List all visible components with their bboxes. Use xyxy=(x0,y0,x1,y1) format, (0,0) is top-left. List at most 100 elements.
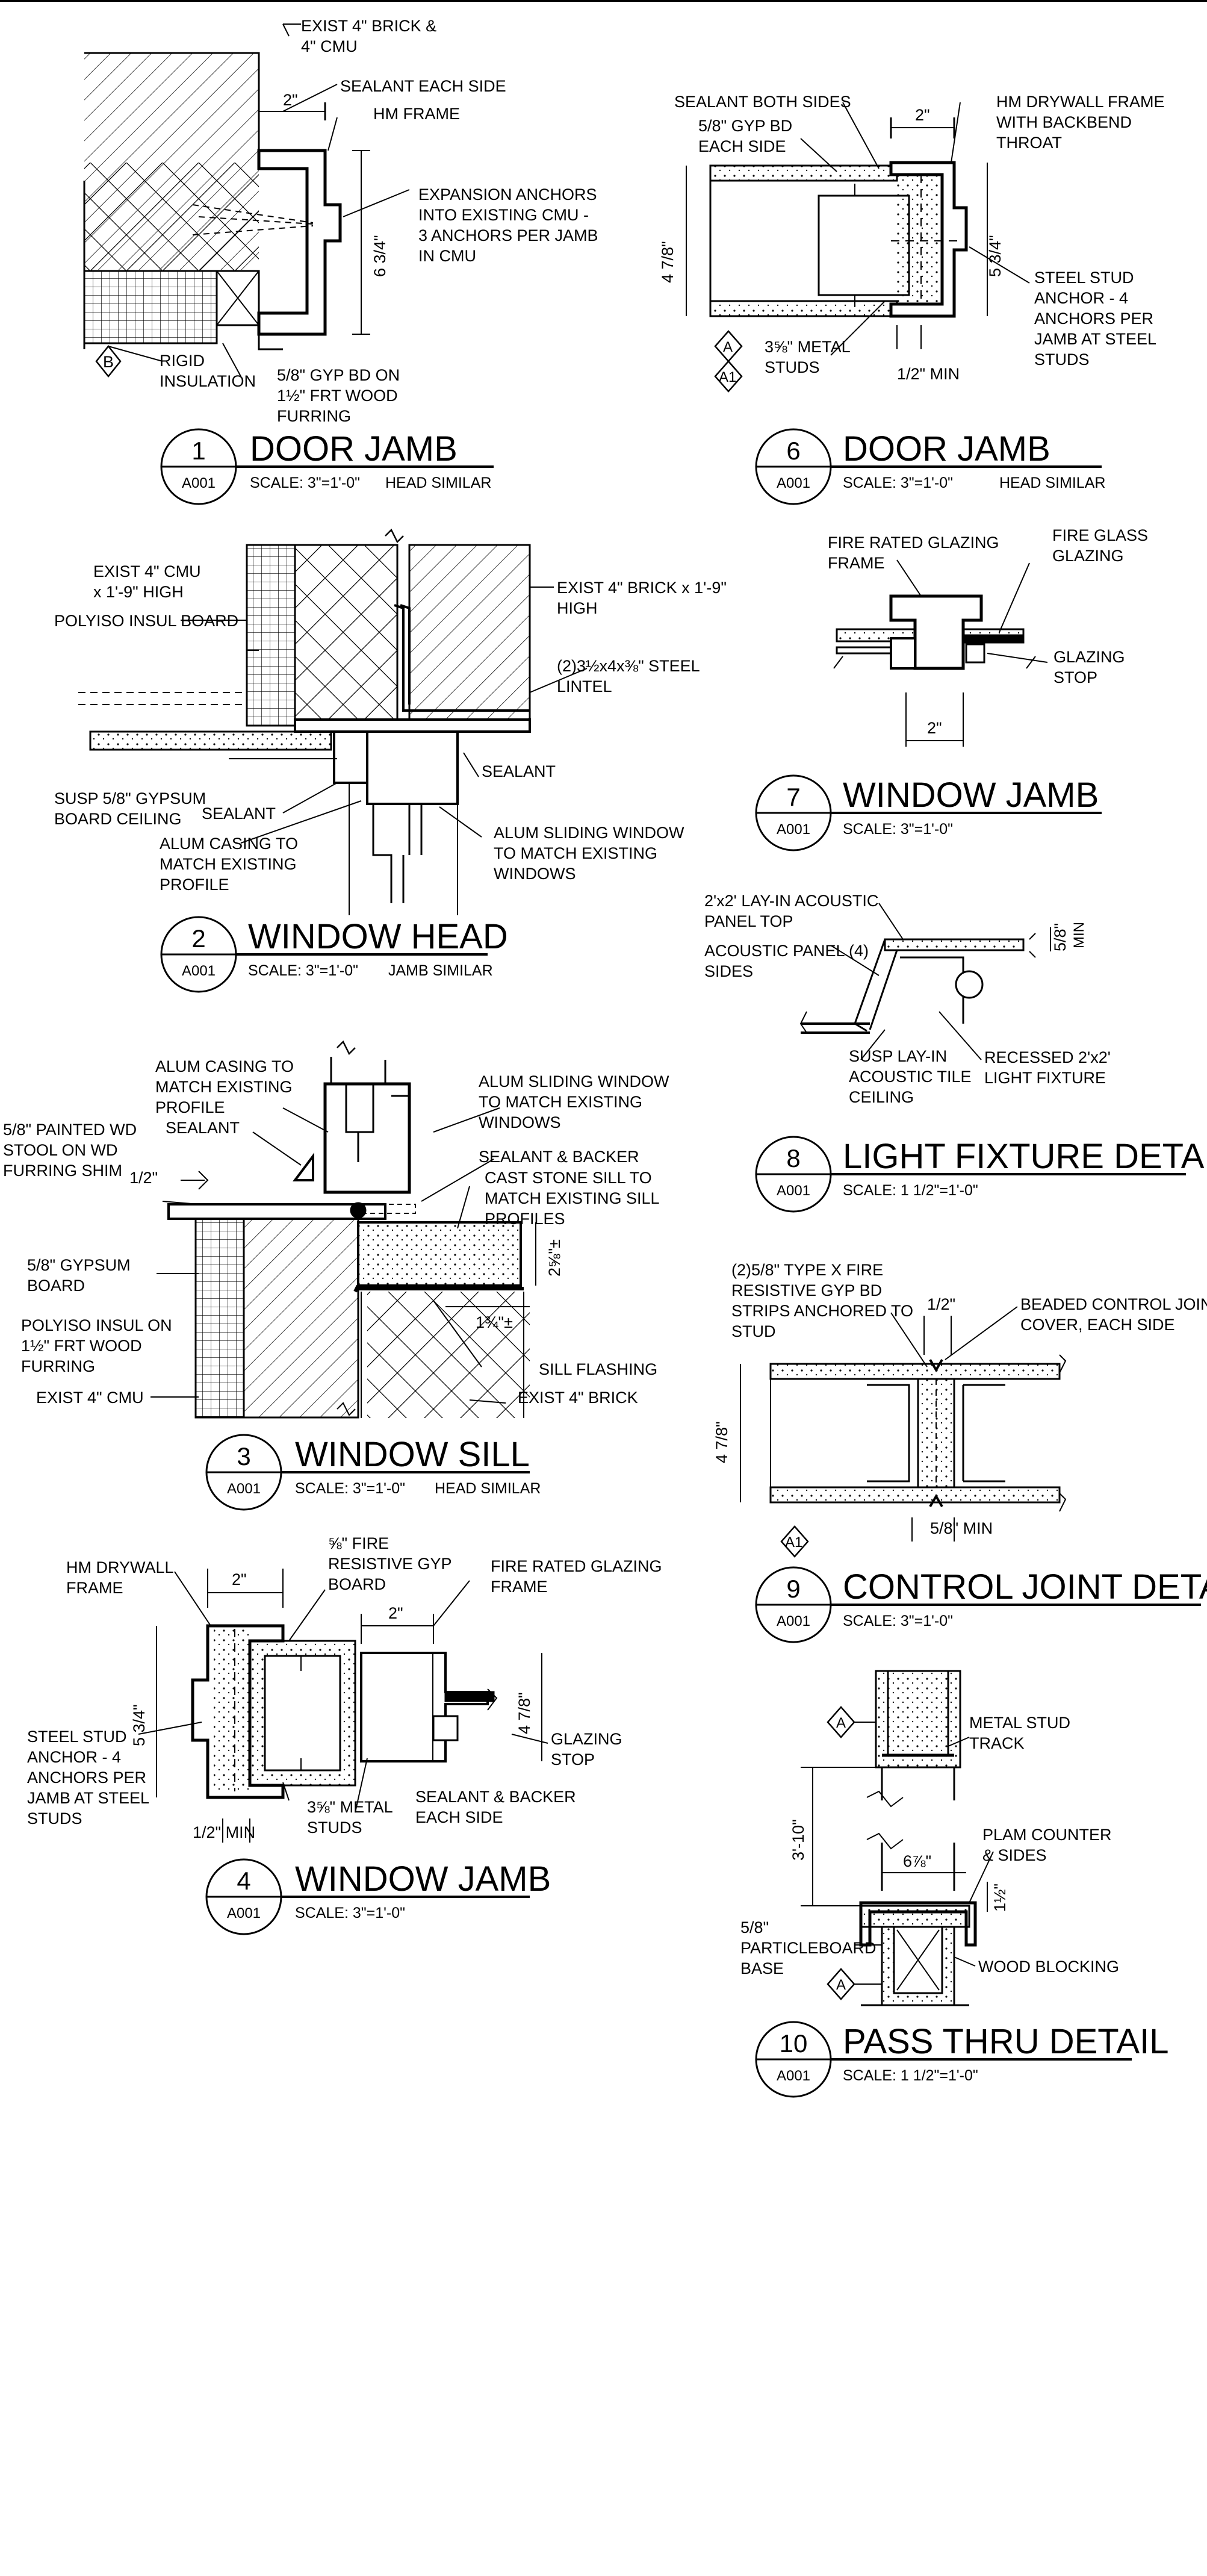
detail-4-title-block: 4 A001 WINDOW JAMB SCALE: 3"=1'-0" xyxy=(205,1858,551,1935)
dim-3-10: 3'-10" xyxy=(789,1819,807,1861)
detail-9-drawing xyxy=(740,1306,1067,1558)
detail-scale: SCALE: 1 1/2"=1'-0" xyxy=(843,1182,978,1199)
detail-6-door-jamb: SEALANT BOTH SIDES 5/8" GYP BD EACH SIDE… xyxy=(659,93,1165,505)
note-exist-brick: EXIST 4" BRICK xyxy=(518,1389,638,1407)
detail-title: DOOR JAMB xyxy=(843,429,1050,468)
note-steel-stud-anchor-3: ANCHORS PER xyxy=(27,1769,146,1787)
detail-scale: SCALE: 3"=1'-0" xyxy=(248,962,358,979)
note-gyp-bd: 5/8" GYP BD xyxy=(698,117,792,135)
detail-scale: SCALE: 3"=1'-0" xyxy=(843,1613,953,1629)
note-sealant-backer-2: EACH SIDE xyxy=(415,1808,503,1826)
note-sealant: SEALANT xyxy=(166,1119,240,1137)
detail-number: 6 xyxy=(786,437,800,465)
note-steel-stud-anchor-3: ANCHORS PER xyxy=(1034,310,1153,328)
detail-number: 1 xyxy=(191,437,205,465)
note-steel-stud-anchor-1: STEEL STUD xyxy=(1034,269,1134,287)
detail-title: WINDOW JAMB xyxy=(843,776,1099,815)
note-steel-stud-anchor-5: STUDS xyxy=(27,1809,82,1828)
note-wood-blocking: WOOD BLOCKING xyxy=(978,1958,1119,1976)
note-lay-in-panel-2: PANEL TOP xyxy=(704,912,793,930)
note-glazing-frame-1: FIRE RATED GLAZING xyxy=(491,1557,662,1575)
detail-1-door-jamb: EXIST 4" BRICK & 4" CMU SEALANT EACH SID… xyxy=(83,17,598,505)
section-tag-a1: A1 xyxy=(719,369,736,385)
dim-5-3-4: 5 3/4" xyxy=(986,235,1004,277)
note-lintel: LINTEL xyxy=(557,677,612,695)
detail-4-window-jamb: HM DRYWALL FRAME ⅝" FIRE RESISTIVE GYP B… xyxy=(27,1534,662,1935)
sheet-ref: A001 xyxy=(777,821,810,838)
detail-9-control-joint: (2)5/8" TYPE X FIRE RESISTIVE GYP BD STR… xyxy=(713,1261,1207,1643)
detail-3-notes: ALUM CASING TO MATCH EXISTING PROFILE AL… xyxy=(3,1057,669,1407)
detail-number: 10 xyxy=(780,2029,808,2058)
note-acoustic-sides-2: SIDES xyxy=(704,962,753,980)
note-each-side: EACH SIDE xyxy=(698,137,786,155)
detail-scale: SCALE: 3"=1'-0" xyxy=(843,821,953,838)
note-frt-furring: 1½" FRT WOOD xyxy=(277,387,398,405)
note-glazing-stop-1: GLAZING xyxy=(1053,648,1125,666)
dim-2in: 2" xyxy=(915,106,930,124)
note-throat: THROAT xyxy=(996,134,1062,152)
note-exist-brick: EXIST 4" BRICK & xyxy=(301,17,436,35)
note-alum-window-2: TO MATCH EXISTING xyxy=(494,844,657,862)
dim-2-5-8: 2⅝"± xyxy=(545,1239,563,1277)
detail-2-notes: EXIST 4" CMU x 1'-9" HIGH POLYISO INSUL … xyxy=(54,562,727,894)
note-expansion-anchors-1: EXPANSION ANCHORS xyxy=(418,185,597,204)
detail-number: 2 xyxy=(191,924,205,953)
note-alum-casing-3: PROFILE xyxy=(155,1098,225,1116)
dim-2in: 2" xyxy=(283,91,298,109)
note-polyiso-3: FURRING xyxy=(21,1357,95,1375)
note-steel-stud-anchor-4: JAMB AT STEEL xyxy=(1034,330,1156,348)
note-alum-window-2: TO MATCH EXISTING xyxy=(479,1093,642,1111)
dim-6-7-8: 6⅞" xyxy=(903,1852,931,1870)
note-cast-stone-3: PROFILES xyxy=(485,1210,565,1228)
note-particleboard-3: BASE xyxy=(740,1959,784,1977)
note-cmu-height: x 1'-9" HIGH xyxy=(93,583,184,601)
note-rigid: RIGID xyxy=(160,352,205,370)
note-metal-stud-track-1: METAL STUD xyxy=(969,1714,1070,1732)
note-polyiso-1: POLYISO INSUL ON xyxy=(21,1316,172,1334)
note-glazing: GLAZING xyxy=(1052,547,1124,565)
note-metal-studs-2: STUDS xyxy=(307,1818,362,1837)
note-susp-ceiling-2: ACOUSTIC TILE xyxy=(849,1068,972,1086)
sheet-ref: A001 xyxy=(777,1183,810,1199)
note-steel-stud-anchor-1: STEEL STUD xyxy=(27,1728,127,1746)
dim-1-3-4: 1¾"± xyxy=(476,1313,513,1331)
note-glazing-stop-1: GLAZING xyxy=(551,1730,622,1748)
detail-title: WINDOW SILL xyxy=(295,1435,530,1474)
section-tag-b: B xyxy=(103,353,114,371)
note-sealant-each-side: SEALANT EACH SIDE xyxy=(340,77,506,95)
detail-scale: SCALE: 3"=1'-0" xyxy=(250,474,360,491)
note-recessed-fixture-2: LIGHT FIXTURE xyxy=(984,1069,1106,1087)
detail-8-light-fixture: 2'x2' LAY-IN ACOUSTIC PANEL TOP ACOUSTIC… xyxy=(704,892,1207,1213)
note-painted-stool-3: FURRING SHIM xyxy=(3,1162,122,1180)
detail-number: 8 xyxy=(786,1144,800,1172)
note-painted-stool-1: 5/8" PAINTED WD xyxy=(3,1121,137,1139)
detail-title: CONTROL JOINT DETAIL xyxy=(843,1567,1207,1607)
detail-3-title-block: 3 A001 WINDOW SILL SCALE: 3"=1'-0" HEAD … xyxy=(205,1434,541,1511)
detail-note: HEAD SIMILAR xyxy=(999,474,1105,491)
sheet-ref: A001 xyxy=(227,1905,261,1921)
note-cast-stone-1: CAST STONE SILL TO xyxy=(485,1169,652,1187)
detail-scale: SCALE: 1 1/2"=1'-0" xyxy=(843,2067,978,2084)
note-alum-casing-2: MATCH EXISTING xyxy=(155,1078,293,1096)
note-polyiso-2: 1½" FRT WOOD xyxy=(21,1337,142,1355)
detail-4-notes: HM DRYWALL FRAME ⅝" FIRE RESISTIVE GYP B… xyxy=(27,1534,662,1841)
detail-10-drawing xyxy=(801,1670,994,2006)
note-susp-ceiling-1: SUSP LAY-IN xyxy=(849,1047,947,1065)
note-type-x-gyp-2: RESISTIVE GYP BD xyxy=(731,1281,882,1299)
detail-3-drawing xyxy=(150,1040,536,1419)
note-painted-stool-2: STOOL ON WD xyxy=(3,1141,118,1159)
note-brick-height: HIGH xyxy=(557,599,598,617)
note-alum-window-1: ALUM SLIDING WINDOW xyxy=(479,1072,669,1090)
note-fire-rated-glazing: FIRE RATED GLAZING xyxy=(828,534,999,552)
note-type-x-gyp-3: STRIPS ANCHORED TO xyxy=(731,1302,913,1320)
note-sill-flashing: SILL FLASHING xyxy=(539,1360,657,1378)
note-alum-casing-1: ALUM CASING TO xyxy=(155,1057,294,1075)
detail-10-title-block: 10 A001 PASS THRU DETAIL SCALE: 1 1/2"=1… xyxy=(755,2021,1168,2098)
detail-6-drawing xyxy=(686,102,1030,393)
detail-2-drawing xyxy=(78,528,588,915)
note-alum-window-3: WINDOWS xyxy=(494,865,576,883)
section-tag-a-2: A xyxy=(836,1977,846,1993)
note-plam-counter-2: & SIDES xyxy=(982,1846,1047,1864)
note-metal-studs-1: 3⅝" METAL xyxy=(765,338,851,356)
detail-1-drawing xyxy=(83,23,410,378)
